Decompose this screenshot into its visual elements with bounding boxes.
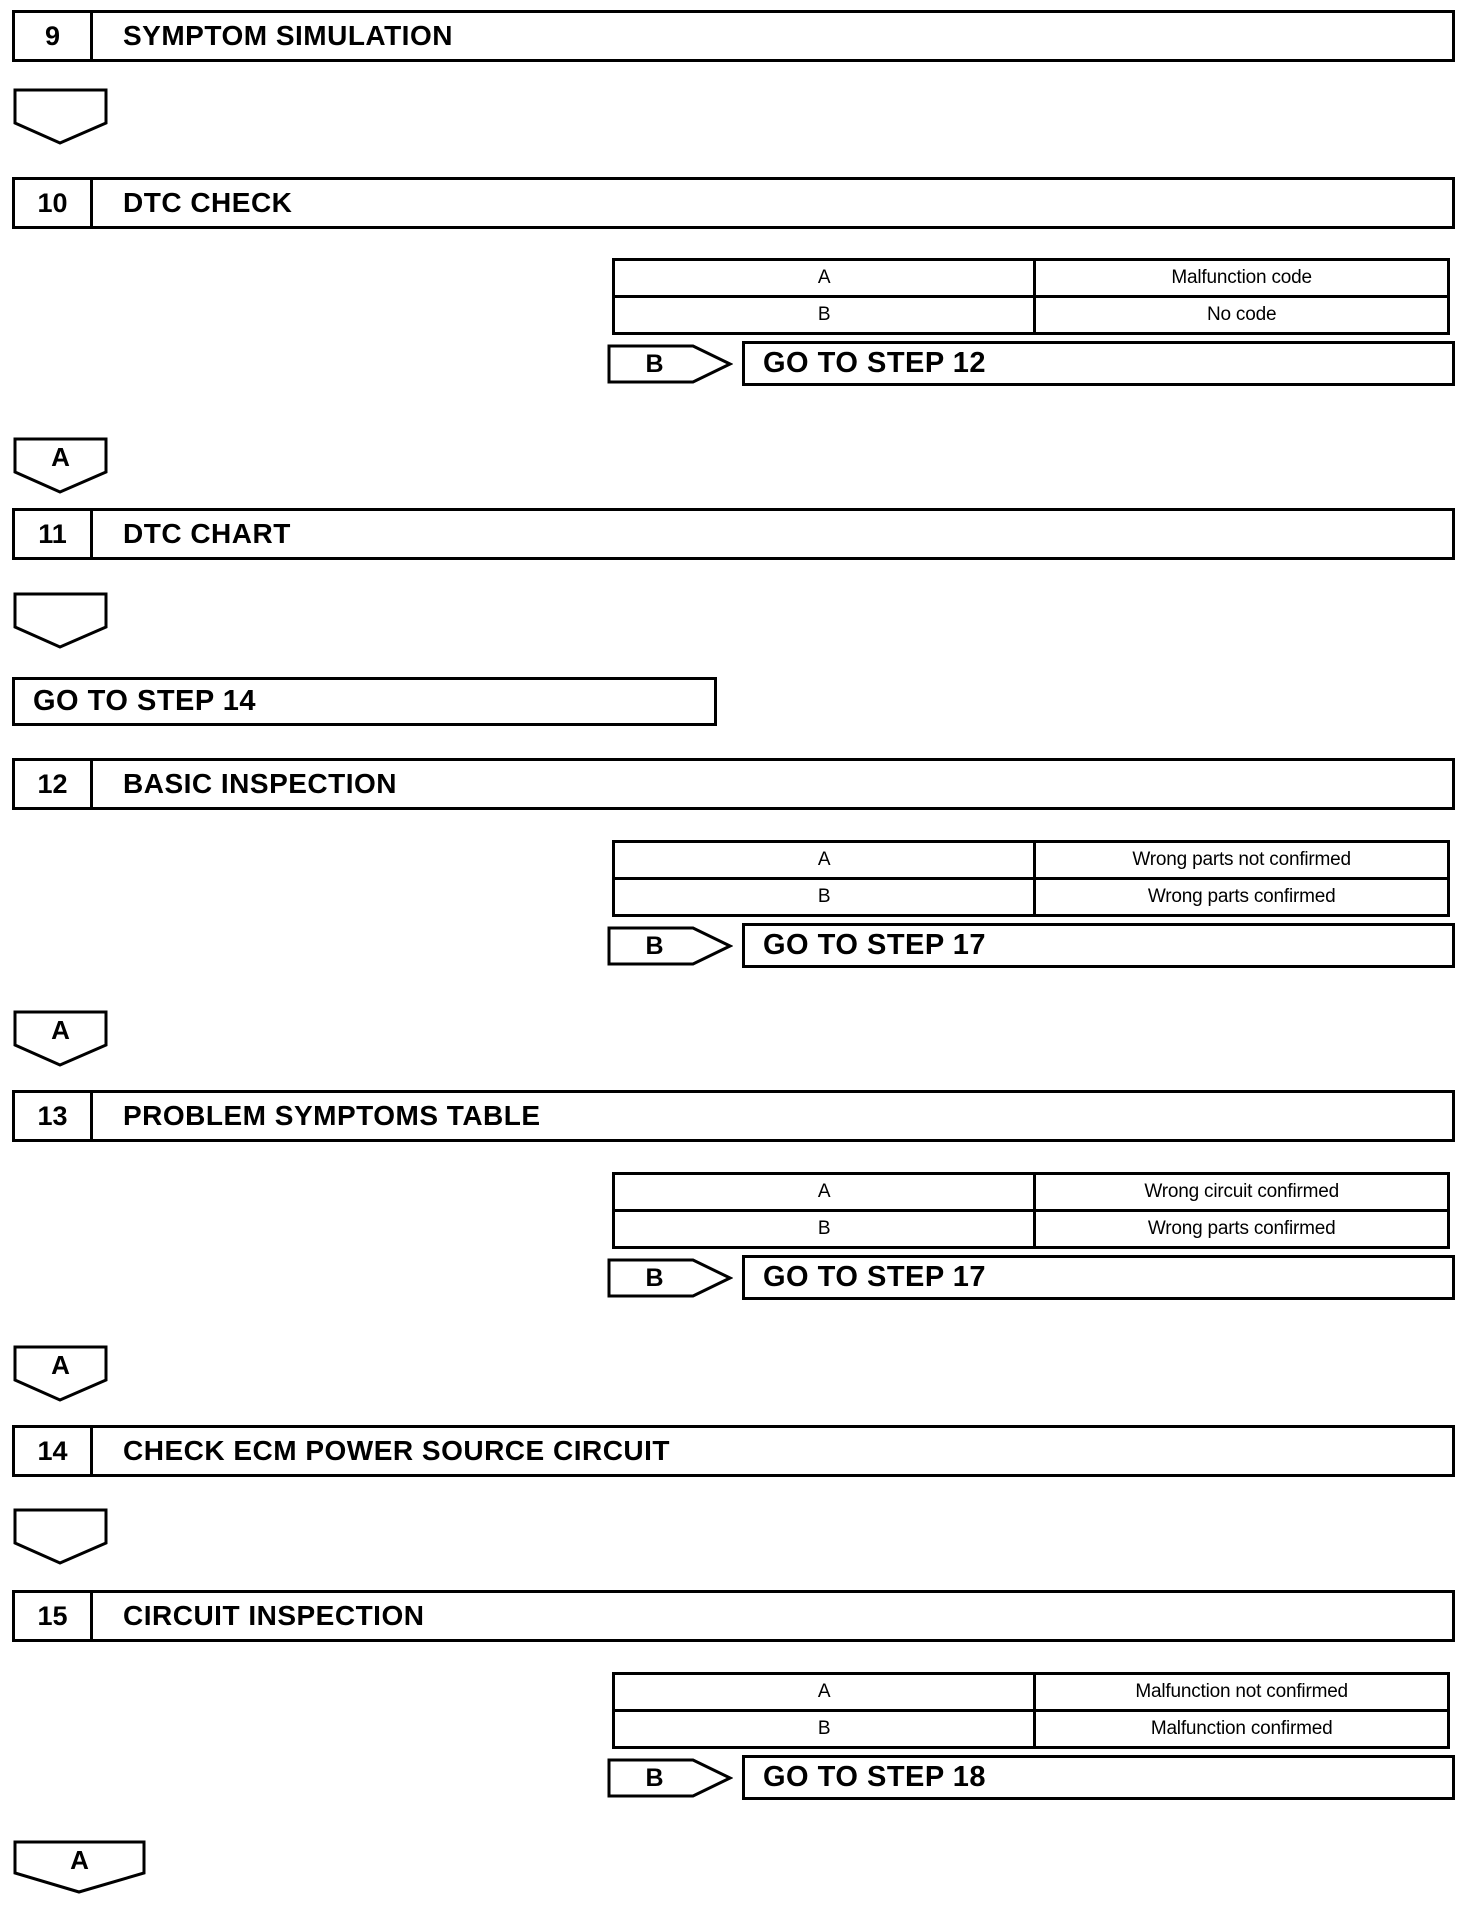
flow-down-connector-a: A bbox=[13, 1840, 146, 1895]
option-cell: B bbox=[611, 295, 1037, 335]
result-cell: Malfunction confirmed bbox=[1033, 1709, 1450, 1749]
goto-step-box: GO TO STEP 17 bbox=[742, 923, 1455, 968]
result-cell: No code bbox=[1033, 295, 1450, 335]
flow-down-connector-a: A bbox=[13, 437, 108, 495]
flow-down-connector-a: A bbox=[13, 1010, 108, 1068]
option-cell: B bbox=[611, 1709, 1037, 1749]
result-cell: Wrong parts confirmed bbox=[1033, 1209, 1450, 1249]
down-arrow-icon bbox=[13, 592, 108, 649]
step-number: 13 bbox=[15, 1093, 93, 1139]
connector-letter: A bbox=[51, 1350, 70, 1380]
right-arrow-pentagon-icon bbox=[607, 926, 734, 965]
branch-letter-badge: B bbox=[607, 1758, 734, 1798]
branch-letter: B bbox=[645, 1263, 664, 1292]
result-cell: Wrong parts confirmed bbox=[1033, 877, 1450, 917]
right-arrow-pentagon-icon bbox=[607, 344, 734, 383]
table-row: A Malfunction not confirmed bbox=[611, 1672, 1450, 1712]
result-table-circuit-inspection: A Malfunction not confirmed B Malfunctio… bbox=[611, 1672, 1450, 1749]
table-row: A Wrong circuit confirmed bbox=[611, 1172, 1450, 1212]
branch-row: B GO TO STEP 17 bbox=[607, 1255, 1455, 1300]
goto-step-box: GO TO STEP 14 bbox=[12, 677, 717, 726]
option-cell: A bbox=[611, 840, 1037, 880]
right-arrow-pentagon-icon bbox=[607, 1758, 734, 1797]
right-arrow-pentagon-icon bbox=[607, 1258, 734, 1297]
step-header-10: 10 DTC CHECK bbox=[12, 177, 1455, 229]
connector-letter: A bbox=[70, 1845, 89, 1875]
result-cell: Malfunction code bbox=[1033, 258, 1450, 298]
step-header-14: 14 CHECK ECM POWER SOURCE CIRCUIT bbox=[12, 1425, 1455, 1477]
flow-down-connector bbox=[13, 1508, 108, 1566]
flow-down-connector bbox=[13, 592, 108, 650]
step-title: DTC CHART bbox=[123, 518, 291, 549]
step-title: CHECK ECM POWER SOURCE CIRCUIT bbox=[123, 1435, 671, 1466]
table-row: B Wrong parts confirmed bbox=[611, 877, 1450, 917]
step-number: 15 bbox=[15, 1593, 93, 1639]
branch-row: B GO TO STEP 17 bbox=[607, 923, 1455, 968]
step-title: CIRCUIT INSPECTION bbox=[123, 1600, 425, 1631]
step-title: SYMPTOM SIMULATION bbox=[123, 20, 453, 51]
flow-down-connector-a: A bbox=[13, 1345, 108, 1403]
option-cell: A bbox=[611, 1672, 1037, 1712]
down-arrow-icon bbox=[13, 1508, 108, 1565]
branch-row: B GO TO STEP 18 bbox=[607, 1755, 1455, 1800]
step-header-12: 12 BASIC INSPECTION bbox=[12, 758, 1455, 810]
step-number: 12 bbox=[15, 761, 93, 807]
result-table-dtc-check: A Malfunction code B No code bbox=[611, 258, 1450, 335]
step-title: DTC CHECK bbox=[123, 187, 293, 218]
step-header-15: 15 CIRCUIT INSPECTION bbox=[12, 1590, 1455, 1642]
table-row: B No code bbox=[611, 295, 1450, 335]
down-arrow-icon bbox=[13, 1840, 146, 1894]
down-arrow-icon bbox=[13, 437, 108, 494]
step-number: 9 bbox=[15, 13, 93, 59]
connector-letter: A bbox=[51, 442, 70, 472]
branch-row: B GO TO STEP 12 bbox=[607, 341, 1455, 386]
connector-letter: A bbox=[51, 1015, 70, 1045]
result-cell: Wrong parts not confirmed bbox=[1033, 840, 1450, 880]
step-header-13: 13 PROBLEM SYMPTOMS TABLE bbox=[12, 1090, 1455, 1142]
option-cell: B bbox=[611, 1209, 1037, 1249]
table-row: B Wrong parts confirmed bbox=[611, 1209, 1450, 1249]
goto-step-box: GO TO STEP 12 bbox=[742, 341, 1455, 386]
step-number: 10 bbox=[15, 180, 93, 226]
table-row: A Wrong parts not confirmed bbox=[611, 840, 1450, 880]
option-cell: A bbox=[611, 1172, 1037, 1212]
table-row: A Malfunction code bbox=[611, 258, 1450, 298]
branch-letter-badge: B bbox=[607, 344, 734, 384]
branch-letter-badge: B bbox=[607, 1258, 734, 1298]
step-number: 11 bbox=[15, 511, 93, 557]
goto-step-box: GO TO STEP 18 bbox=[742, 1755, 1455, 1800]
branch-letter-badge: B bbox=[607, 926, 734, 966]
goto-step-box: GO TO STEP 17 bbox=[742, 1255, 1455, 1300]
step-header-11: 11 DTC CHART bbox=[12, 508, 1455, 560]
result-cell: Wrong circuit confirmed bbox=[1033, 1172, 1450, 1212]
step-title: BASIC INSPECTION bbox=[123, 768, 398, 799]
branch-letter: B bbox=[645, 931, 664, 960]
flow-down-connector bbox=[13, 88, 108, 146]
step-header-9: 9 SYMPTOM SIMULATION bbox=[12, 10, 1455, 62]
down-arrow-icon bbox=[13, 1345, 108, 1402]
option-cell: A bbox=[611, 258, 1037, 298]
down-arrow-icon bbox=[13, 88, 108, 145]
result-table-problem-symptoms: A Wrong circuit confirmed B Wrong parts … bbox=[611, 1172, 1450, 1249]
down-arrow-icon bbox=[13, 1010, 108, 1067]
branch-letter: B bbox=[645, 1763, 664, 1792]
option-cell: B bbox=[611, 877, 1037, 917]
result-cell: Malfunction not confirmed bbox=[1033, 1672, 1450, 1712]
table-row: B Malfunction confirmed bbox=[611, 1709, 1450, 1749]
step-number: 14 bbox=[15, 1428, 93, 1474]
branch-letter: B bbox=[645, 349, 664, 378]
step-title: PROBLEM SYMPTOMS TABLE bbox=[123, 1100, 541, 1131]
result-table-basic-inspection: A Wrong parts not confirmed B Wrong part… bbox=[611, 840, 1450, 917]
